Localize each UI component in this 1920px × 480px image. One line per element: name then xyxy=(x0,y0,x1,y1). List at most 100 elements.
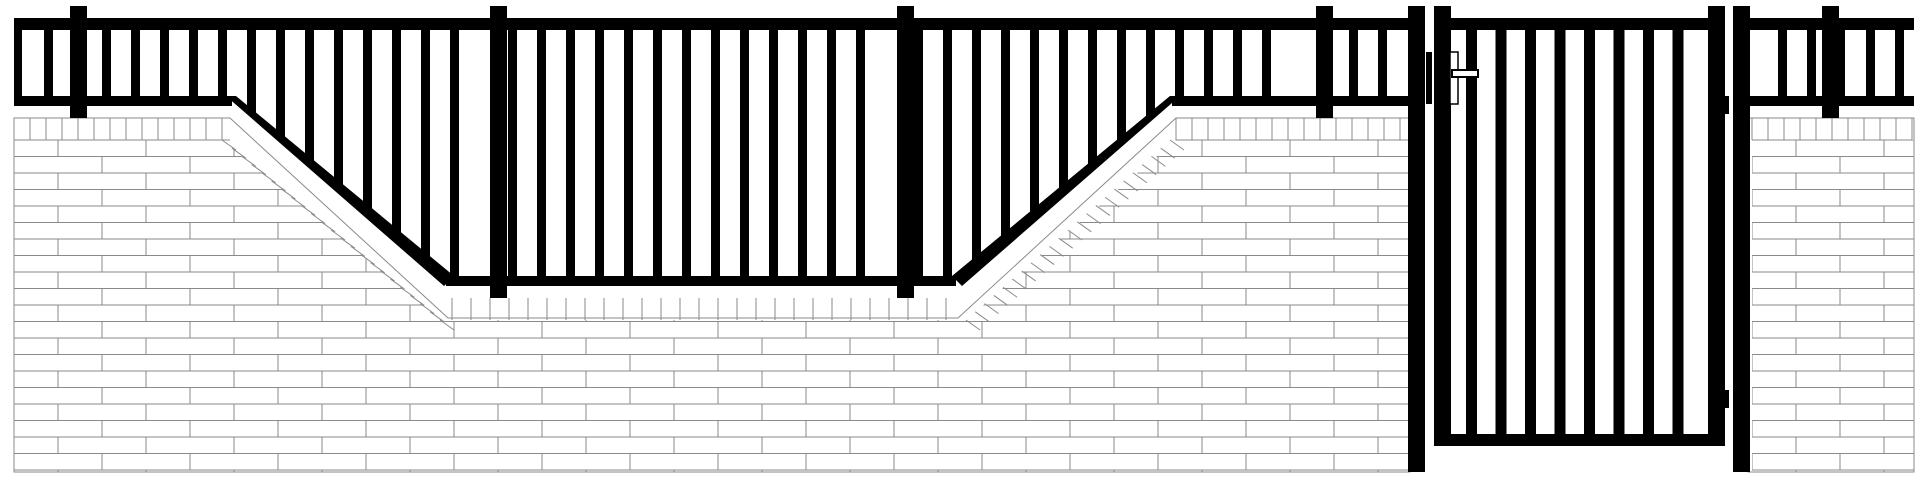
coping-tick xyxy=(360,254,376,265)
fence-post-4 xyxy=(1316,6,1333,118)
baluster xyxy=(1030,28,1039,214)
end-post xyxy=(14,18,22,106)
baluster xyxy=(827,28,836,276)
baluster xyxy=(276,28,285,138)
baluster xyxy=(392,28,401,234)
gate-frame-left-stile xyxy=(1434,6,1451,446)
baluster xyxy=(450,28,459,276)
coping-tick xyxy=(261,172,276,184)
baluster xyxy=(653,28,662,276)
coping-tick xyxy=(320,221,336,233)
baluster xyxy=(914,28,923,276)
sloped-rail-right xyxy=(952,96,1180,286)
hinge-icon xyxy=(1725,390,1729,408)
hinge-icon xyxy=(1725,96,1729,114)
gate-bar xyxy=(1554,28,1566,436)
gate-section xyxy=(1426,6,1750,472)
gate-bar xyxy=(1466,28,1477,436)
gate-bar xyxy=(1495,28,1507,436)
baluster xyxy=(624,28,633,276)
sloped-rail-left xyxy=(226,96,454,286)
coping-tick xyxy=(310,213,326,225)
top-rail xyxy=(14,18,1410,30)
baluster xyxy=(566,28,575,276)
baluster xyxy=(189,28,198,96)
baluster xyxy=(508,28,517,276)
baluster xyxy=(1088,28,1097,166)
coping-tick xyxy=(1169,139,1185,151)
baluster xyxy=(943,28,952,276)
gate-frame-right-stile xyxy=(1708,6,1725,446)
coping-tick xyxy=(300,205,316,216)
latch-icon xyxy=(1426,51,1479,105)
baluster xyxy=(247,28,256,114)
baluster xyxy=(711,28,720,276)
baluster xyxy=(537,28,546,276)
baluster xyxy=(972,28,981,262)
coping-tick xyxy=(221,139,237,151)
fence-post xyxy=(1822,6,1839,118)
coping-tick xyxy=(1039,254,1055,265)
baluster xyxy=(1001,28,1010,238)
gate-bar xyxy=(1643,28,1654,436)
coping-tick xyxy=(1132,172,1148,184)
coping-slope-left xyxy=(221,139,455,331)
baluster xyxy=(1836,28,1845,96)
coping-tick xyxy=(350,245,366,257)
baluster xyxy=(769,28,778,276)
baluster xyxy=(44,28,53,96)
coping-tick xyxy=(281,188,296,200)
baluster xyxy=(1807,28,1816,96)
baluster xyxy=(740,28,749,276)
fence-post-1 xyxy=(70,6,87,118)
left-fence-section xyxy=(14,6,1425,472)
baluster xyxy=(856,28,865,276)
coping-tick xyxy=(271,180,286,192)
coping-tick xyxy=(231,147,247,159)
fence-post-3 xyxy=(897,6,914,298)
coping-tick xyxy=(1095,205,1111,216)
coping-tick xyxy=(1021,270,1036,282)
baluster xyxy=(421,28,430,258)
baluster xyxy=(1204,28,1213,96)
gate-bar xyxy=(1525,28,1536,436)
coping-tick xyxy=(1012,278,1027,290)
baluster xyxy=(1262,28,1271,96)
coping-tick xyxy=(370,262,385,274)
baluster xyxy=(595,28,604,276)
coping-tick xyxy=(390,278,405,290)
baluster xyxy=(102,28,111,96)
lower-rail-left xyxy=(14,96,232,106)
gate-frame-bottom-rail xyxy=(1434,434,1724,446)
lower-rail-right xyxy=(1172,96,1410,106)
balusters-left-fence xyxy=(44,28,1387,276)
brick-courses-right xyxy=(1752,140,1914,472)
gate-frame-top-rail xyxy=(1434,18,1724,30)
baluster xyxy=(160,28,169,96)
coping-tick xyxy=(1030,262,1046,274)
coping-tick xyxy=(1076,221,1092,233)
coping-tick xyxy=(251,164,267,175)
baluster xyxy=(1059,28,1068,190)
coping-tick xyxy=(291,196,306,208)
baluster xyxy=(1895,28,1904,96)
coping-tick xyxy=(400,286,415,298)
coping-left xyxy=(13,118,230,141)
baluster xyxy=(334,28,343,186)
wall-outline-right xyxy=(1747,117,1915,473)
gate-post-right xyxy=(1733,6,1750,472)
coping-tick xyxy=(993,295,1009,306)
baluster xyxy=(1866,28,1875,96)
gate-bar xyxy=(1584,28,1595,436)
baluster xyxy=(1233,28,1242,96)
latch-plate xyxy=(1426,52,1432,104)
coping-tick xyxy=(1114,188,1129,200)
baluster xyxy=(218,28,227,96)
coping-slope-right xyxy=(965,139,1185,331)
baluster xyxy=(1349,28,1358,96)
coping-tick xyxy=(241,155,257,167)
coping-tick xyxy=(380,270,395,282)
gate-bar xyxy=(1672,28,1684,436)
